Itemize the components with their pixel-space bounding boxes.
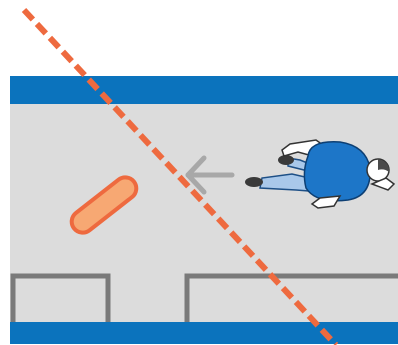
- person-shoe-front: [278, 155, 294, 165]
- road-edge-top: [10, 76, 398, 104]
- road-surface: [10, 76, 398, 340]
- road-edge-bottom: [10, 322, 398, 344]
- person-shoe-back: [245, 177, 263, 187]
- person-torso: [304, 142, 370, 201]
